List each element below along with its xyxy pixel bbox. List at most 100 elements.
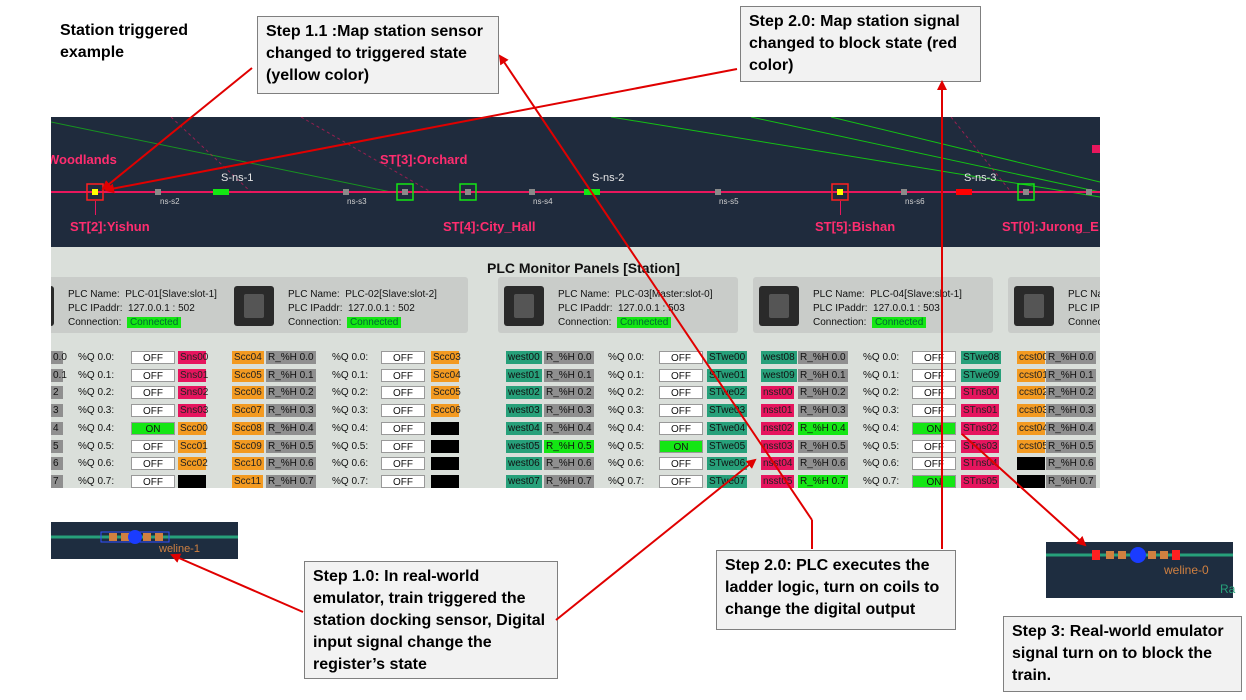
input-tag: Scc09 (232, 439, 264, 453)
coil-toggle[interactable]: OFF (912, 368, 956, 382)
input-tag: Scc06 (232, 386, 264, 400)
coil-toggle[interactable]: ON (912, 474, 956, 488)
output-tag: Scc01 (178, 439, 208, 453)
coil-toggle[interactable]: OFF (659, 351, 703, 364)
q-label: %Q 0.4: (608, 422, 645, 434)
plc-chip-icon (1014, 286, 1054, 326)
q-label: %Q 0.1: (332, 369, 369, 381)
callout-step-2-0-plc: Step 2.0: PLC executes the ladder logic,… (716, 550, 956, 630)
coil-toggle[interactable]: OFF (659, 474, 703, 488)
coil-toggle[interactable]: OFF (381, 404, 425, 418)
input-tag: Scc10 (232, 457, 264, 471)
coil-toggle[interactable]: OFF (131, 386, 175, 400)
node-ns-s3: ns-s3 (347, 197, 367, 206)
coil-toggle[interactable]: OFF (381, 351, 425, 364)
coil-toggle[interactable]: OFF (912, 457, 956, 471)
coil-toggle[interactable]: OFF (381, 386, 425, 400)
train-label-left: weline-1 (159, 543, 200, 555)
plc-conn-row: Connection: Connected (68, 317, 182, 328)
coil-toggle[interactable]: OFF (131, 439, 175, 453)
coil-toggle[interactable]: OFF (381, 474, 425, 488)
holding-register: R_%H 0.2 (266, 386, 316, 400)
output-tag (431, 421, 459, 435)
input-tag: ccst04 (1017, 421, 1048, 435)
output-tag: STns04 (961, 457, 1000, 471)
input-tag: nsst02 (761, 421, 795, 435)
coil-toggle[interactable]: OFF (659, 368, 703, 382)
coil-toggle[interactable]: OFF (131, 368, 175, 382)
plc-conn-row: Connection: Connected (813, 317, 927, 328)
coil-toggle[interactable]: ON (131, 421, 175, 435)
input-tag: ccst00 (1017, 351, 1048, 364)
output-tag: STns02 (961, 421, 1000, 435)
output-tag (431, 457, 459, 471)
input-tag: west01 (506, 368, 542, 382)
input-tag: nsst05 (761, 474, 795, 488)
input-tag: nsst04 (761, 457, 795, 471)
holding-register: R_%H 0.5 (1046, 439, 1096, 453)
coil-toggle[interactable]: OFF (131, 474, 175, 488)
input-tag (1017, 474, 1045, 488)
coil-toggle[interactable]: OFF (659, 386, 703, 400)
coil-toggle[interactable]: OFF (659, 457, 703, 471)
coil-toggle[interactable]: ON (912, 421, 956, 435)
register-cell: 0.0 (51, 351, 67, 364)
input-tag: west07 (506, 474, 542, 488)
train-map-panel: Woodlands ST[2]:Yishun ST[3]:Orchard ST[… (51, 117, 1100, 247)
q-label: %Q 0.2: (863, 387, 900, 399)
input-tag: ccst03 (1017, 404, 1048, 418)
station-bishan: ST[5]:Bishan (815, 219, 896, 234)
callout-step-1-1: Step 1.1 :Map station sensor changed to … (257, 16, 499, 94)
holding-register: R_%H 0.0 (798, 351, 848, 364)
coil-toggle[interactable]: OFF (912, 351, 956, 364)
example-title: Station triggered example (60, 22, 189, 61)
plc-ip-row: PLC IPaddr: 127.0.0.1 : 502 (288, 303, 415, 314)
coil-toggle[interactable]: OFF (381, 368, 425, 382)
holding-register: R_%H 0.1 (798, 368, 848, 382)
holding-register: R_%H 0.6 (266, 457, 316, 471)
output-tag: STwe04 (707, 421, 748, 435)
output-tag: Sns03 (178, 404, 209, 418)
q-label: %Q 0.7: (78, 475, 115, 487)
node-ns-s2: ns-s2 (160, 197, 180, 206)
coil-toggle[interactable]: OFF (912, 439, 956, 453)
coil-toggle[interactable]: OFF (131, 457, 175, 471)
callout-step-1-0: Step 1.0: In real-world emulator, train … (304, 561, 558, 679)
holding-register: R_%H 0.1 (266, 368, 316, 382)
coil-toggle[interactable]: OFF (381, 457, 425, 471)
output-tag: Scc05 (431, 386, 461, 400)
output-tag (431, 439, 459, 453)
connection-status: Connected (871, 317, 927, 328)
coil-toggle[interactable]: OFF (131, 404, 175, 418)
plc-ip-row: PLC IPaddr: (1068, 303, 1100, 314)
q-label: %Q 0.1: (863, 369, 900, 381)
register-cell: 2 (51, 386, 63, 400)
plc-name-row: PLC Name: PLC-03[Master:slot-0] (558, 289, 713, 300)
segment-s-ns-1: S-ns-1 (221, 172, 254, 184)
output-tag: STwe02 (707, 386, 748, 400)
output-tag: STns01 (961, 404, 1000, 418)
coil-toggle[interactable]: OFF (912, 386, 956, 400)
station-city-hall: ST[4]:City_Hall (443, 219, 536, 234)
coil-toggle[interactable]: OFF (381, 439, 425, 453)
arrow-step10-to-train (170, 553, 304, 613)
holding-register: R_%H 0.3 (1046, 404, 1096, 418)
input-tag: ccst01 (1017, 368, 1048, 382)
coil-toggle[interactable]: ON (659, 439, 703, 453)
q-label: %Q 0.6: (863, 458, 900, 470)
station-yishun-sensor (92, 189, 98, 195)
plc-card-3: PLC Name: PLC-03[Master:slot-0]PLC IPadd… (498, 277, 738, 333)
segment-s-ns-3: S-ns-3 (964, 172, 997, 184)
q-label: %Q 0.7: (608, 475, 645, 487)
input-tag: nsst00 (761, 386, 795, 400)
coil-toggle[interactable]: OFF (912, 404, 956, 418)
q-label: %Q 0.0: (332, 352, 369, 363)
callout-step-3: Step 3: Real-world emulator signal turn … (1003, 616, 1242, 692)
coil-toggle[interactable]: OFF (659, 421, 703, 435)
station-orchard: ST[3]:Orchard (380, 152, 468, 167)
coil-toggle[interactable]: OFF (131, 351, 175, 364)
coil-toggle[interactable]: OFF (659, 404, 703, 418)
output-tag: STwe03 (707, 404, 748, 418)
output-tag: STns03 (961, 439, 1000, 453)
coil-toggle[interactable]: OFF (381, 421, 425, 435)
